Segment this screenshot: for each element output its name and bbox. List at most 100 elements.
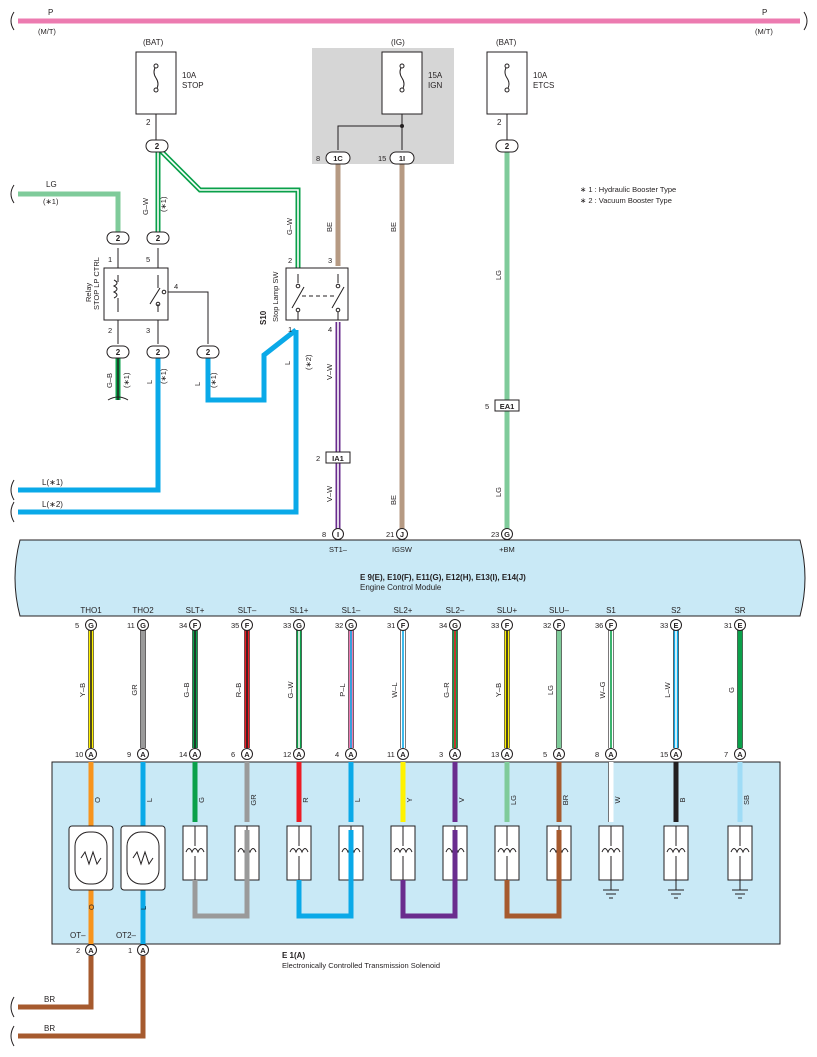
ot-minus-label: OT–	[70, 931, 86, 940]
ecm-wire-label-3: R–B	[234, 683, 243, 698]
sw-be-label: BE	[325, 222, 334, 232]
junction-ia1: IA1 2	[316, 451, 351, 464]
sol-pin-8	[501, 748, 513, 760]
ecm-pin-conn-8: F	[505, 621, 510, 630]
ecm-pin-num-6: 31	[387, 621, 395, 630]
solenoid-name: Electronically Controlled Transmission S…	[282, 961, 440, 970]
ecm-pin-num-9: 32	[543, 621, 551, 630]
sol-pin-num-10: 8	[595, 750, 599, 759]
sol-pin-0	[85, 748, 97, 760]
ecm-pin-num-3: 35	[231, 621, 239, 630]
ecm-bottom-label-2: SLT+	[186, 606, 205, 615]
ecm-top-label-1: IGSW	[392, 545, 413, 554]
lg-note: (∗1)	[43, 197, 59, 206]
relay-name: STOP LP CTRL	[92, 257, 101, 310]
top-bus: P (M/T) P (M/T)	[10, 8, 808, 36]
ecm-pin-conn-0: G	[88, 621, 94, 630]
stopsw-name: Stop Lamp SW	[271, 271, 280, 322]
ecm-pin-4	[293, 619, 305, 631]
sol-pin-10	[605, 748, 617, 760]
relay-pin4: 4	[174, 282, 178, 291]
ign-conn-l: 1C	[333, 154, 343, 163]
ecm-pin-5	[345, 619, 357, 631]
ecm-pin-12	[734, 619, 746, 631]
ign-pin-l: 8	[316, 154, 320, 163]
ecm-wire-label-11: L–W	[663, 681, 672, 697]
relay-pin1: 1	[108, 255, 112, 264]
sol-pin-num-1: 9	[127, 750, 131, 759]
sol-pin-conn-3: A	[244, 750, 250, 759]
ecm-pin-num-11: 33	[660, 621, 668, 630]
sol-pin-num-2: 14	[179, 750, 187, 759]
sol-pin-11	[670, 748, 682, 760]
ecm-top-pin-2	[501, 528, 513, 540]
ecm-wire-label-4: G–W	[286, 681, 295, 699]
sol-pin-9	[553, 748, 565, 760]
relay-gb-label: G–B	[105, 373, 114, 388]
sol-pin-num-4: 12	[283, 750, 291, 759]
coil-6	[393, 848, 413, 854]
sol-pin-num-3: 6	[231, 750, 235, 759]
fuse-etcs-amp: 10A	[533, 71, 548, 80]
out-br-2: BR	[44, 1024, 55, 1033]
relay-l-label: L	[145, 380, 154, 384]
ecm-pin-0	[85, 619, 97, 631]
sol-pin-conn-6: A	[400, 750, 406, 759]
sol-pin-num-11: 15	[660, 750, 668, 759]
ecm-bottom-label-1: THO2	[132, 606, 154, 615]
sol-inner-label-1: L	[145, 798, 154, 802]
sol-pin-num-12: 7	[724, 750, 728, 759]
stop-lamp-switch: S10 Stop Lamp SW 2 3 1 4	[259, 256, 349, 334]
coil-4	[289, 848, 309, 854]
coil-10	[601, 848, 621, 854]
relay-l-note: (∗1)	[159, 368, 168, 384]
fuse-ign-amp: 15A	[428, 71, 443, 80]
sol-inner-label-12: SB	[742, 795, 751, 805]
etcs-conn: 2	[505, 142, 510, 151]
stopsw-code: S10	[259, 310, 268, 325]
coil-2	[185, 848, 205, 854]
sol-pin-4	[293, 748, 305, 760]
ecm-pin-num-1: 11	[127, 621, 135, 630]
ecm-pin-num-12: 31	[724, 621, 732, 630]
ea1-pin: 5	[485, 402, 489, 411]
ecm-bottom-label-10: S1	[606, 606, 616, 615]
ecm-bottom-label-9: SLU–	[549, 606, 570, 615]
ecm-top-pin-0	[332, 528, 344, 540]
relay-name-2: Relay	[84, 283, 93, 302]
relay-pin3: 3	[146, 326, 150, 335]
sol-inner-label-3: GR	[249, 794, 258, 806]
sol-pin-3	[241, 748, 253, 760]
sw-pin2: 2	[288, 256, 292, 265]
etcs-pin: 2	[497, 118, 502, 127]
coil-loop-2	[400, 830, 458, 919]
ecm-bottom-label-4: SL1+	[290, 606, 309, 615]
sol-inner-label-7: V	[457, 797, 466, 802]
relay-l4-label: L	[193, 382, 202, 386]
coil-12	[730, 848, 750, 854]
sol-pin-6	[397, 748, 409, 760]
ecm-name: Engine Control Module	[360, 583, 442, 592]
fuse-ign-name: IGN	[428, 81, 442, 90]
ecm-title: E 9(E), E10(F), E11(G), E12(H), E13(I), …	[360, 573, 526, 582]
ecm-bottom-label-5: SL1–	[342, 606, 361, 615]
ecm-pin-conn-7: G	[452, 621, 458, 630]
ecm-wire-label-10: W–G	[598, 681, 607, 698]
ecm-pin-6	[397, 619, 409, 631]
ecm-bottom-label-7: SL2–	[446, 606, 465, 615]
lg-wire	[18, 191, 121, 232]
coil-loop-3	[504, 830, 562, 919]
ecm-bottom-label-6: SL2+	[394, 606, 413, 615]
fuse-stop-amp: 10A	[182, 71, 197, 80]
bus-note-right: (M/T)	[755, 27, 773, 36]
ecm-wire-label-5: P–L	[338, 683, 347, 696]
ecm-pin-conn-3: F	[245, 621, 250, 630]
note-1: ∗ 1 : Hydraulic Booster Type	[580, 185, 676, 194]
junction-ea1: EA1 5	[485, 399, 520, 412]
stop-conn: 2	[155, 142, 160, 151]
stop-lp-ctrl-relay: STOP LP CTRL Relay 1 5 2 3 4	[84, 248, 209, 344]
ecm-pin-8	[501, 619, 513, 631]
ecm-pin-conn-4: G	[296, 621, 302, 630]
